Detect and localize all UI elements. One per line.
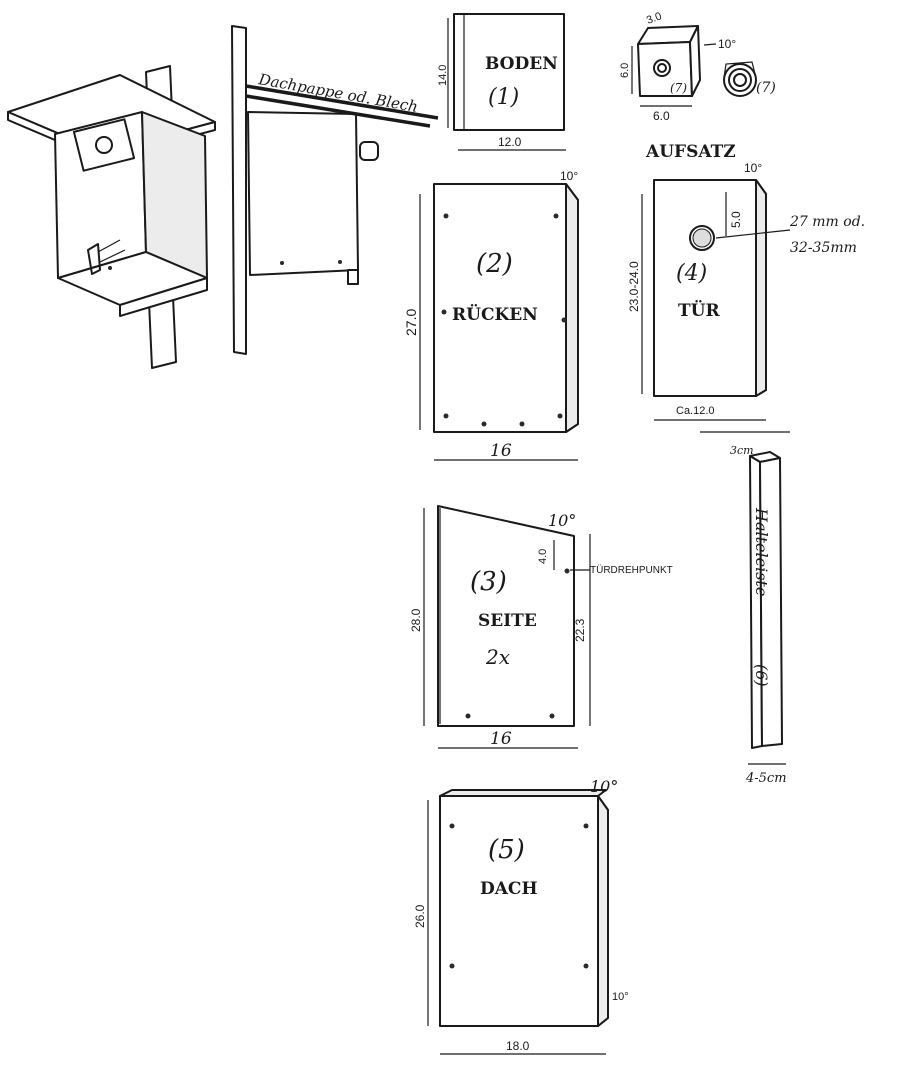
aufsatz-label: AUFSATZ	[645, 142, 736, 162]
ruecken-label: RÜCKEN	[452, 304, 538, 325]
boden-label: BODEN	[485, 54, 558, 74]
halteleiste-thickness-dim: 3cm	[730, 444, 754, 457]
aufsatz-width-dim: 6.0	[653, 109, 670, 123]
dach-number: (5)	[488, 835, 525, 865]
tuer-height-dim: 23.0-24.0	[627, 261, 641, 312]
halteleiste-label: Halteleiste	[752, 507, 771, 596]
part-aufsatz: 3.0 10° 6.0 6.0 (7) (7) AUFSATZ	[619, 10, 776, 162]
seite-pivot-offset-dim: 4.0	[537, 549, 549, 564]
seite-count: 2x	[485, 645, 510, 669]
seite-pivot-label: TÜRDREHPUNKT	[590, 564, 673, 576]
tuer-width-dim: Ca.12.0	[676, 405, 715, 417]
seite-label: SEITE	[478, 611, 537, 631]
part-tuer: 10° 5.0 27 mm od. 32-35mm (4) TÜR 23.0-2…	[627, 161, 865, 421]
boden-number: (1)	[488, 85, 519, 110]
tuer-hole-offset-dim: 5.0	[729, 211, 743, 228]
seite-height-right-dim: 22.3	[573, 618, 587, 642]
tuer-hole-note-2: 32-35mm	[790, 240, 857, 256]
ruecken-height-dim: 27.0	[403, 309, 419, 336]
aufsatz-number: (7)	[670, 81, 687, 95]
tuer-angle: 10°	[744, 161, 762, 175]
halteleiste-number: (6)	[752, 664, 771, 687]
part-dach: 10° 10° (5) DACH 26.0 18.0	[413, 777, 629, 1055]
dach-label: DACH	[480, 879, 538, 899]
part-boden: BODEN (1) 14.0 12.0	[437, 13, 566, 151]
dach-angle-side: 10°	[612, 991, 629, 1003]
ruecken-angle: 10°	[560, 169, 578, 183]
part-seite: 10° 4.0 TÜRDREHPUNKT (3) SEITE 2x 28.0 2…	[409, 505, 673, 749]
part-ruecken: 10° (2) RÜCKEN 27.0 16	[403, 169, 579, 461]
ruecken-number: (2)	[476, 249, 513, 279]
tuer-number: (4)	[676, 261, 707, 286]
dach-width-dim: 18.0	[506, 1039, 530, 1053]
halteleiste-width-dim: 4-5cm	[745, 771, 787, 786]
seite-height-left-dim: 28.0	[409, 608, 423, 632]
tuer-label: TÜR	[678, 300, 720, 321]
boden-width-dim: 12.0	[498, 135, 522, 149]
aufsatz-angle: 10°	[718, 37, 736, 51]
seite-width-dim: 16	[490, 729, 512, 749]
side-view-sketch: Dachpappe od. Blech	[231, 25, 439, 355]
dach-angle-top: 10°	[590, 777, 618, 796]
boden-height-dim: 14.0	[437, 65, 449, 86]
ruecken-width-dim: 16	[490, 441, 512, 461]
seite-angle: 10°	[548, 511, 576, 530]
part-halteleiste: 3cm Halteleiste (6) 4-5cm	[700, 431, 790, 786]
tuer-hole-note-1: 27 mm od.	[789, 214, 865, 230]
aufsatz-depth-dim: 3.0	[645, 10, 663, 27]
assembly-perspective-sketch	[7, 65, 216, 369]
aufsatz-height-dim: 6.0	[619, 63, 631, 78]
dach-height-dim: 26.0	[413, 904, 427, 928]
seite-number: (3)	[470, 567, 507, 597]
aufsatz-ring-number: (7)	[756, 80, 776, 96]
